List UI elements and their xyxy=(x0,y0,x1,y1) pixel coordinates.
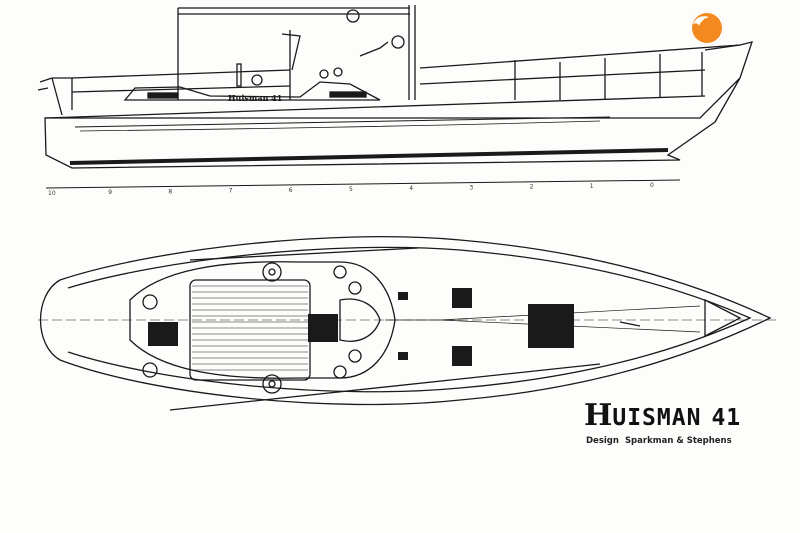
station-mark-label: 2 xyxy=(530,184,534,191)
design-credit: Design Sparkman & Stephens xyxy=(586,436,732,446)
deck-outline xyxy=(40,236,772,406)
hatch-stbd xyxy=(452,346,472,366)
brand-name: UISMAN xyxy=(612,405,702,431)
lifeline-upper xyxy=(71,44,741,79)
hatch-companion xyxy=(308,314,338,342)
broker-logo-badge xyxy=(690,11,724,45)
lifeline-lower xyxy=(71,69,706,93)
baseline xyxy=(45,179,681,189)
hatch-forward xyxy=(528,304,574,348)
designer-name: Sparkman & Stephens xyxy=(624,436,732,446)
brand-initial: H xyxy=(584,398,613,433)
stem-fitting xyxy=(704,298,742,338)
hull-outline xyxy=(44,77,741,169)
cockpit-grating xyxy=(189,279,311,381)
bow-pulpit xyxy=(704,41,753,79)
hatch-aft xyxy=(148,322,178,346)
station-mark-label: 0 xyxy=(650,182,654,189)
boot-stripe xyxy=(69,148,669,165)
station-mark-label: 9 xyxy=(108,189,112,196)
credit-label: Design xyxy=(586,436,619,446)
station-mark-label: 1 xyxy=(590,183,594,190)
station-mark-label: 5 xyxy=(349,186,353,193)
toe-rail xyxy=(67,246,752,393)
mast xyxy=(408,5,416,100)
genoa-track-stbd xyxy=(169,363,601,411)
boom xyxy=(177,7,410,100)
brand-title: HUISMAN 41 xyxy=(584,398,741,433)
station-mark-label: 10 xyxy=(48,190,56,197)
station-mark-label: 7 xyxy=(229,188,233,195)
hull-name-label: Huisman 41 xyxy=(228,93,282,103)
station-mark-label: 4 xyxy=(409,185,413,192)
station-mark-label: 3 xyxy=(469,184,473,191)
bird-logo-icon xyxy=(693,16,709,26)
sheer-line xyxy=(44,95,706,119)
hatch-port xyxy=(452,288,472,308)
deckhouse xyxy=(123,81,381,101)
station-mark-label: 6 xyxy=(289,187,293,194)
station-mark-label: 8 xyxy=(168,188,172,195)
brand-model: 41 xyxy=(711,405,742,431)
genoa-track-port xyxy=(189,247,419,261)
